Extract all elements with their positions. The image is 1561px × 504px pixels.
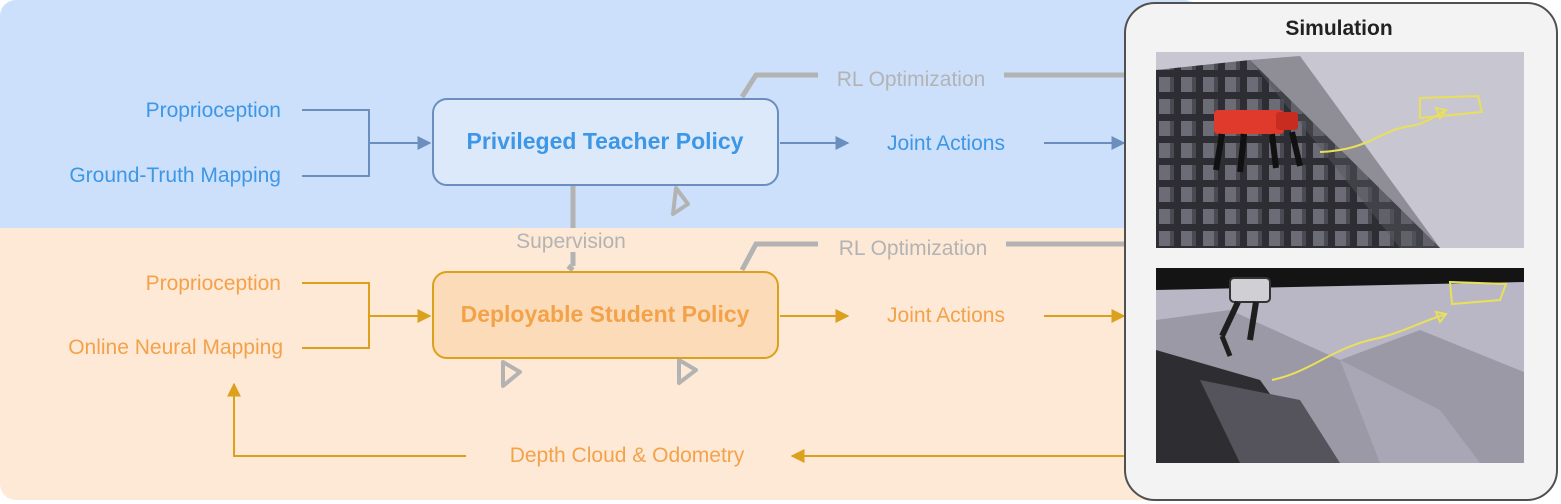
student-joint-actions: Joint Actions — [887, 304, 1005, 327]
gray-arrowhead-icon — [671, 186, 690, 216]
student-input-online-neural-mapping: Online Neural Mapping — [68, 336, 283, 359]
legged-robot-icon — [1229, 277, 1271, 303]
student-input-proprioception: Proprioception — [146, 272, 281, 295]
trajectory-path — [1271, 313, 1447, 381]
student-policy-label: Deployable Student Policy — [461, 301, 750, 327]
depth-cloud-odometry-label: Depth Cloud & Odometry — [510, 444, 745, 467]
simulation-image-student — [1156, 268, 1524, 463]
gray-arrowhead-icon — [501, 360, 522, 388]
rl-optimization-student-line — [739, 241, 818, 272]
student-input-connector — [227, 282, 1126, 463]
teacher-joint-actions: Joint Actions — [887, 132, 1005, 155]
student-region — [0, 228, 1200, 500]
simulation-image-teacher — [1156, 52, 1524, 248]
teacher-input-connector — [302, 109, 1126, 177]
student-rl-optimization: RL Optimization — [839, 237, 988, 260]
supervision-label: Supervision — [516, 230, 626, 253]
teacher-input-proprioception: Proprioception — [146, 99, 281, 122]
teacher-policy-label: Privileged Teacher Policy — [467, 128, 744, 154]
teacher-input-ground-truth-mapping: Ground-Truth Mapping — [69, 164, 281, 187]
gray-arrowhead-icon — [677, 358, 698, 385]
simulation-title: Simulation — [1285, 17, 1392, 40]
teacher-rl-optimization: RL Optimization — [837, 68, 986, 91]
camera-frustum-icon — [1419, 94, 1484, 120]
teacher-policy-box — [432, 98, 779, 186]
rl-optimization-teacher-line — [739, 72, 818, 99]
quadruped-robot-icon — [1214, 110, 1284, 134]
student-policy-box — [432, 271, 779, 359]
camera-frustum-icon — [1448, 280, 1508, 306]
